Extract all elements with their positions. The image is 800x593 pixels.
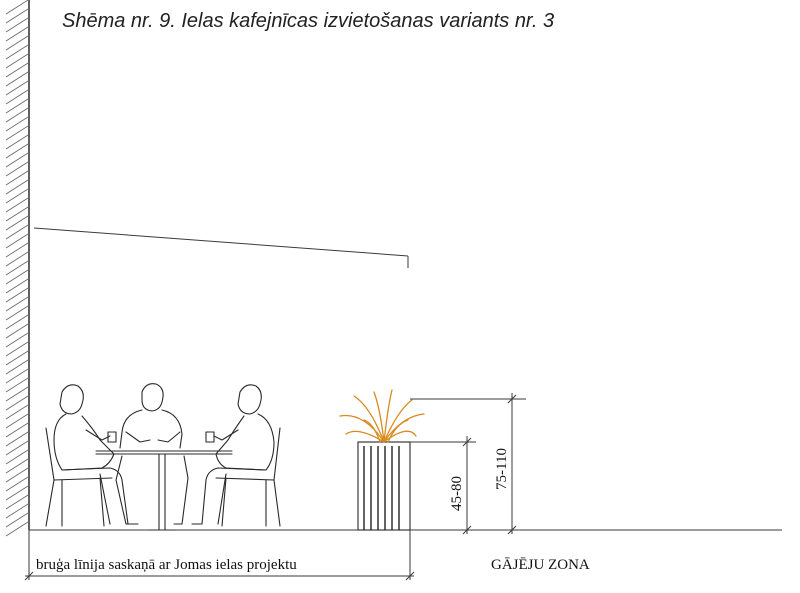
wall-hatch-line [5, 269, 29, 285]
pedestrian-zone-label: GĀJĒJU ZONA [491, 557, 590, 573]
wall-hatch-line [5, 152, 29, 168]
wall-hatch-line [5, 305, 29, 321]
wall-hatch-line [5, 476, 29, 492]
wall-hatch-line [5, 215, 29, 231]
wall-hatch-line [5, 26, 29, 42]
wall-hatch-line [5, 359, 29, 375]
person-middle [115, 383, 189, 525]
wall-hatch-line [5, 458, 29, 474]
wall-hatch-line [5, 260, 29, 276]
person-left [45, 384, 139, 527]
wall-hatch-line [5, 413, 29, 429]
wall-hatch-line [5, 242, 29, 258]
wall-hatch-line [5, 80, 29, 96]
wall-hatch-line [5, 296, 29, 312]
dimension-label-45-80: 45-80 [449, 476, 465, 511]
wall-hatch-line [5, 17, 29, 33]
wall-hatch-line [5, 224, 29, 240]
wall-hatch-line [5, 494, 29, 510]
wall-hatch-line [5, 197, 29, 213]
awning [33, 227, 409, 268]
wall-hatch-line [5, 134, 29, 150]
wall-hatch-line [5, 233, 29, 249]
wall-hatch-line [5, 44, 29, 60]
wall-hatch-line [5, 62, 29, 78]
wall-hatch-line [5, 0, 29, 15]
wall-hatch-line [5, 287, 29, 303]
wall-hatch-line [5, 35, 29, 51]
wall-hatch-line [5, 467, 29, 483]
wall-hatch-line [5, 161, 29, 177]
wall-hatch-line [5, 53, 29, 69]
wall-hatch-line [5, 332, 29, 348]
wall-hatch-line [5, 314, 29, 330]
wall-hatch-line [5, 395, 29, 411]
wall-hatch-line [5, 512, 29, 528]
wall-hatch-line [5, 125, 29, 141]
wall-hatch-line [5, 98, 29, 114]
wall-hatch-line [5, 503, 29, 519]
wall-hatch-line [5, 170, 29, 186]
wall-hatch-line [5, 89, 29, 105]
wall-hatch-line [5, 341, 29, 357]
wall-hatch-line [5, 8, 29, 24]
wall-hatch-line [5, 422, 29, 438]
wall-hatch-line [5, 323, 29, 339]
paving-line-dimension: bruģa līnija saskaņā ar Jomas ielas proj… [24, 530, 415, 581]
wall-hatch-line [5, 143, 29, 159]
plant [339, 389, 425, 443]
wall-hatch-line [5, 278, 29, 294]
dimension-plant-height: 75-110 [410, 393, 526, 535]
wall-hatch-line [5, 251, 29, 267]
wall-hatch-line [5, 404, 29, 420]
wall-hatch-line [5, 449, 29, 465]
wall-hatch-line [5, 107, 29, 123]
dimension-planter-height: 45-80 [410, 436, 476, 535]
person-right [191, 384, 281, 527]
wall-hatch-line [5, 116, 29, 132]
building-wall [5, 0, 30, 537]
wall-hatch-line [5, 71, 29, 87]
diagram-title: Shēma nr. 9. Ielas kafejnīcas izvietošan… [62, 10, 554, 32]
wall-hatch-line [5, 386, 29, 402]
wall-hatch-line [5, 206, 29, 222]
planter [357, 441, 411, 531]
cafe-table [95, 431, 233, 531]
wall-hatch-line [5, 179, 29, 195]
paving-line-label: bruģa līnija saskaņā ar Jomas ielas proj… [36, 557, 297, 573]
dimension-label-75-110: 75-110 [494, 448, 510, 490]
wall-hatch-line [5, 440, 29, 456]
wall-hatch-line [5, 485, 29, 501]
wall-hatch-line [5, 368, 29, 384]
wall-hatch-line [5, 350, 29, 366]
wall-hatch-line [5, 521, 29, 537]
wall-hatch-line [5, 188, 29, 204]
wall-hatch-line [5, 431, 29, 447]
wall-hatch-line [5, 377, 29, 393]
